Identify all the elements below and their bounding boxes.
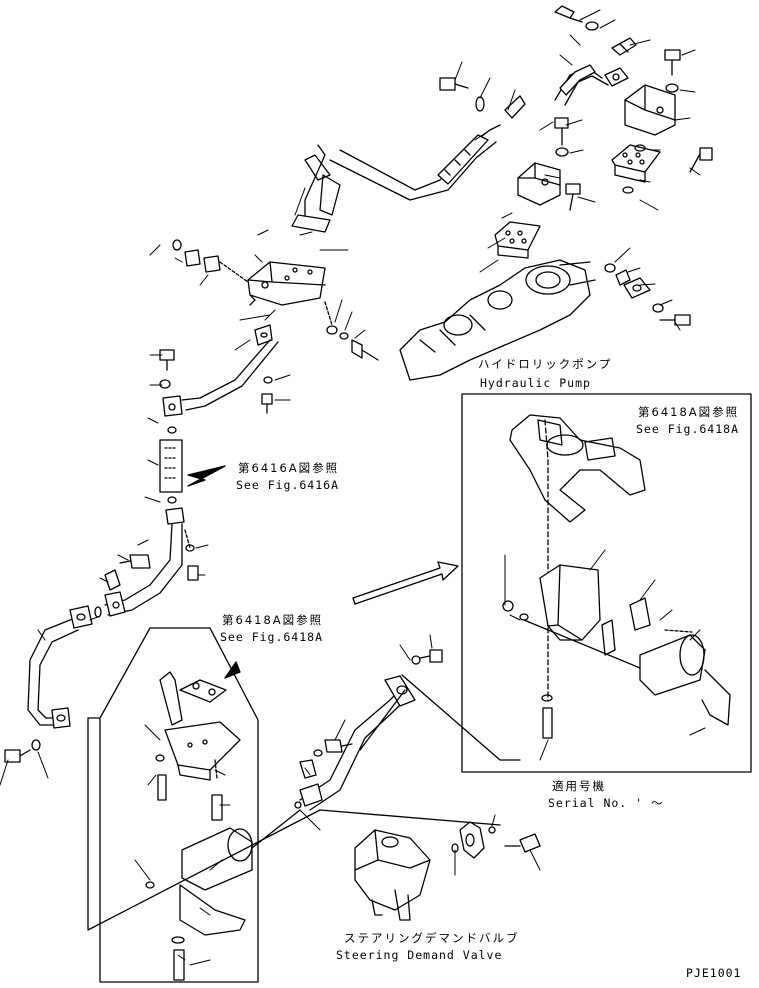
bolt-right-of-bracket	[324, 301, 379, 361]
callout-arrow	[352, 561, 459, 605]
hose-left	[94, 507, 199, 618]
inset-serial-box	[461, 393, 752, 773]
fig6418a-mid-label-en: See Fig.6418A	[220, 630, 324, 644]
fig6418a-top-label-en: See Fig.6418A	[636, 422, 740, 436]
s-tube-left	[4, 605, 93, 763]
serial-label-jp: 適用号機	[552, 779, 606, 793]
connector-line	[87, 717, 501, 931]
block-top-right	[624, 84, 676, 136]
flange-block-lower-left	[494, 221, 541, 259]
hose-upper	[291, 124, 501, 233]
leader-lines	[0, 9, 706, 966]
steering-valve-label-jp: ステアリングデマンドバルブ	[344, 931, 520, 945]
fig6418a-top-label-jp: 第6418A図参照	[638, 405, 740, 419]
hydraulic-pump-label-jp: ハイドロリックポンプ	[478, 357, 613, 371]
fig6416a-label-en: See Fig.6416A	[236, 478, 340, 492]
pipe-upper	[159, 324, 279, 434]
steering-valve-label-en: Steering Demand Valve	[336, 948, 503, 962]
valve-block-6416a	[159, 439, 226, 504]
spacer-parts-left	[172, 239, 249, 283]
hose-top	[554, 64, 629, 106]
mounting-bracket	[247, 261, 326, 306]
hydraulic-pump	[399, 259, 596, 381]
drawing-number: PJE1001	[686, 966, 742, 980]
inset-6418a-frame	[99, 627, 259, 983]
flange-block-right	[611, 144, 661, 183]
fig6418a-mid-label-jp: 第6418A図参照	[222, 613, 324, 627]
bolts-top	[439, 5, 713, 326]
steering-demand-valve	[354, 821, 541, 921]
flange-block-upper	[517, 162, 561, 206]
hydraulic-pump-label-en: Hydraulic Pump	[480, 376, 591, 390]
serial-label-en: Serial No. ' ～	[548, 796, 664, 810]
fig6416a-label-jp: 第6416A図参照	[238, 461, 340, 475]
